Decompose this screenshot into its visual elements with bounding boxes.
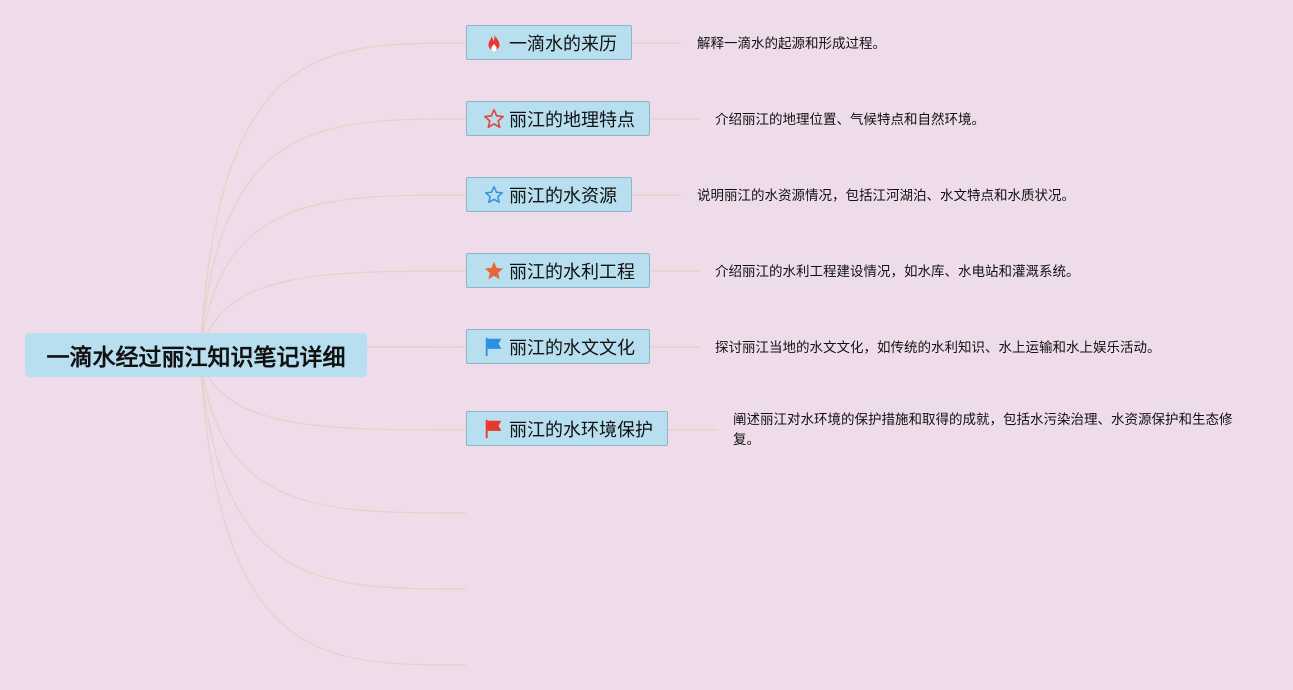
star-filled-icon [483, 260, 505, 282]
branch-connector [199, 354, 467, 590]
topic-label: 一滴水的来历 [509, 33, 617, 55]
root-topic-label: 一滴水经过丽江知识笔记详细 [46, 345, 346, 371]
topic-label: 丽江的水环境保护 [509, 419, 653, 441]
flag-icon [483, 418, 505, 440]
branch-connector [199, 42, 467, 356]
branch-connector [199, 354, 467, 431]
topic-label: 丽江的水资源 [509, 185, 617, 207]
topic-water-culture[interactable]: 丽江的水文文化 [466, 329, 650, 364]
fire-icon [483, 32, 505, 54]
topic-label: 丽江的水利工程 [509, 261, 635, 283]
branch-connector [199, 194, 467, 356]
topic-geography[interactable]: 丽江的地理特点 [466, 101, 650, 136]
topic-water-engineering[interactable]: 丽江的水利工程 [466, 253, 650, 288]
branch-connector [199, 354, 467, 666]
topic-origin-of-water[interactable]: 一滴水的来历 [466, 25, 632, 60]
topic-label: 丽江的地理特点 [509, 109, 635, 131]
star-outline-icon [483, 184, 505, 206]
topic-description: 介绍丽江的地理位置、气候特点和自然环境。 [715, 112, 985, 128]
topic-description: 探讨丽江当地的水文文化，如传统的水利知识、水上运输和水上娱乐活动。 [715, 340, 1161, 356]
topic-water-environment-protection[interactable]: 丽江的水环境保护 [466, 411, 668, 446]
branch-connector [199, 270, 467, 356]
branch-connector [199, 118, 467, 356]
topic-description: 说明丽江的水资源情况，包括江河湖泊、水文特点和水质状况。 [697, 188, 1075, 204]
topic-description: 阐述丽江对水环境的保护措施和取得的成就，包括水污染治理、水资源保护和生态修复。 [733, 412, 1233, 448]
topic-water-resources[interactable]: 丽江的水资源 [466, 177, 632, 212]
branch-connector [199, 354, 467, 514]
topic-description: 解释一滴水的起源和形成过程。 [697, 36, 886, 52]
root-topic[interactable]: 一滴水经过丽江知识笔记详细 [25, 333, 367, 377]
flag-icon [483, 336, 505, 358]
topic-label: 丽江的水文文化 [509, 337, 635, 359]
topic-description: 介绍丽江的水利工程建设情况，如水库、水电站和灌溉系统。 [715, 264, 1080, 280]
star-outline-icon [483, 108, 505, 130]
